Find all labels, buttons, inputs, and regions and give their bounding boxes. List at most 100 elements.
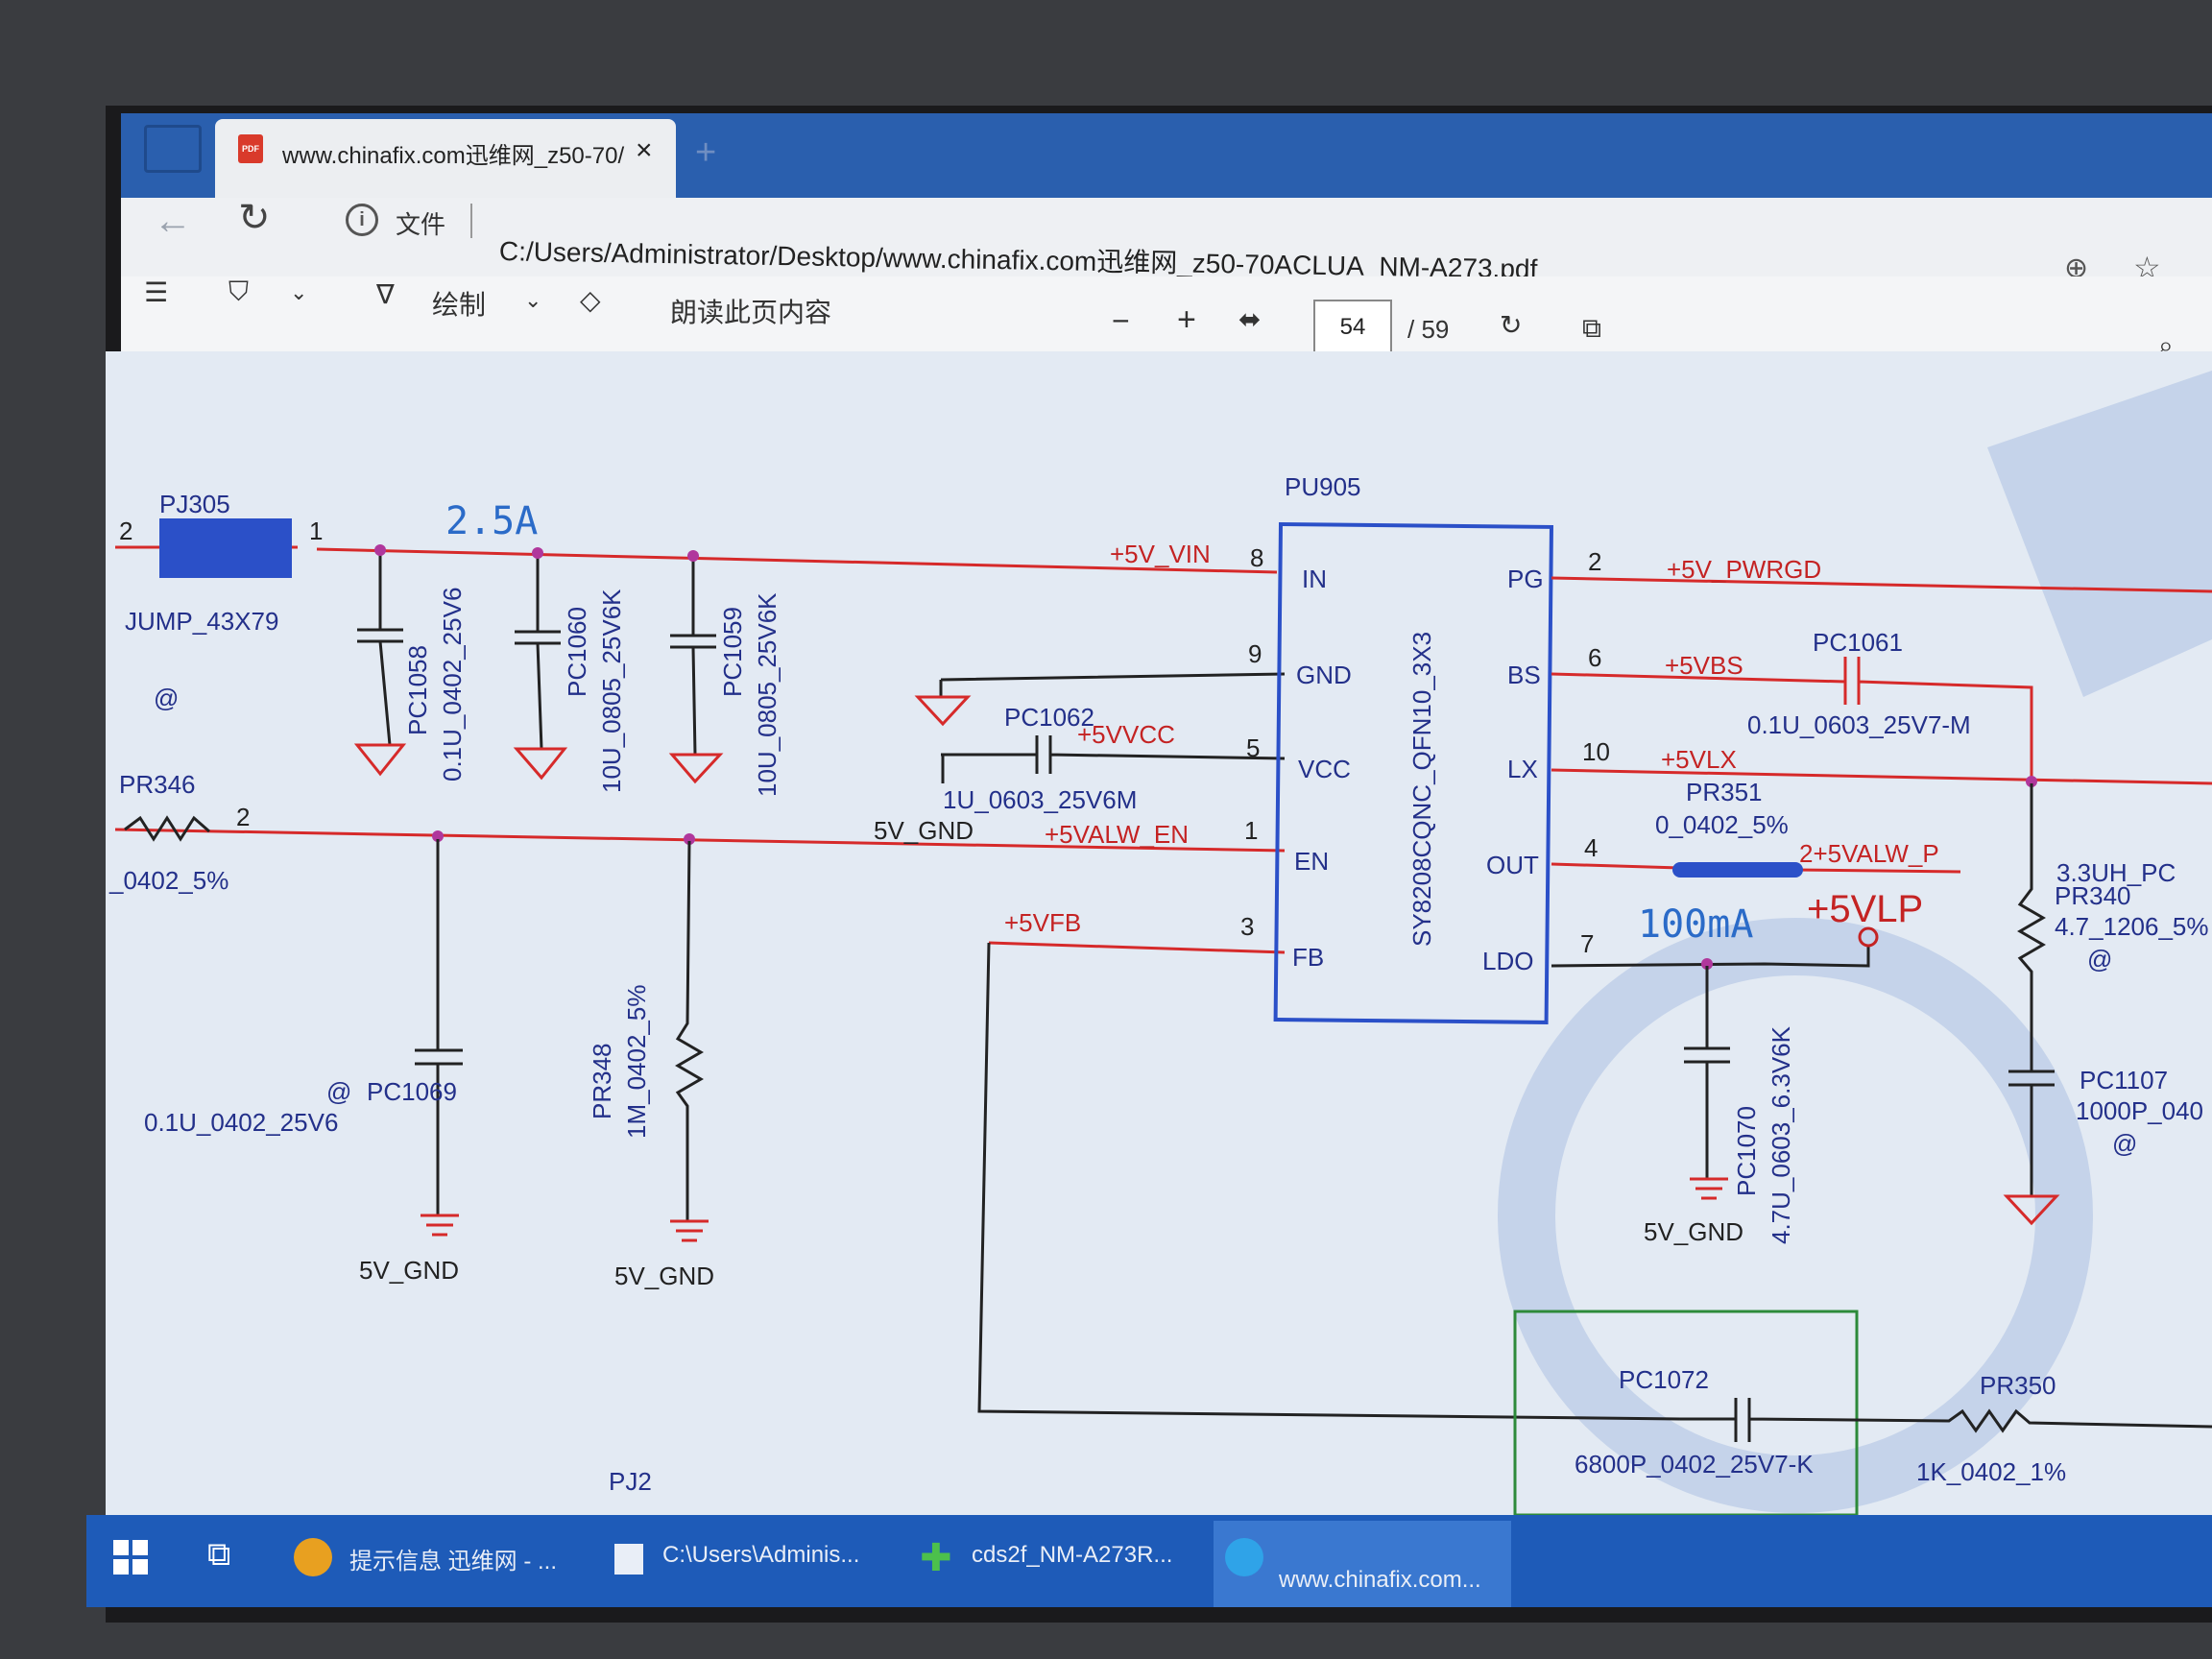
taskbar-item-1[interactable]: 提示信息 迅维网 - ...: [349, 1549, 557, 1575]
current-ldo-label: 100mA: [1638, 902, 1753, 947]
draw-button[interactable]: 绘制: [432, 290, 487, 320]
eraser-icon[interactable]: ◇: [580, 285, 601, 315]
page-number-input[interactable]: 54: [1313, 300, 1392, 355]
pr346-pin: 2: [236, 803, 250, 831]
net-en: +5VALW_EN: [1045, 820, 1189, 849]
cad-app-icon[interactable]: ✚: [920, 1537, 952, 1579]
pin-pg-num: 2: [1588, 547, 1601, 576]
read-aloud-button[interactable]: 朗读此页内容: [670, 298, 832, 327]
pr348-ref: PR348: [588, 1044, 616, 1120]
pin-in-name: IN: [1302, 565, 1327, 593]
pr351-value: 0_0402_5%: [1655, 810, 1789, 839]
pc1072-value: 6800P_0402_25V7-K: [1575, 1450, 1814, 1479]
tab-pdf[interactable]: [215, 119, 676, 198]
net-bs: +5VBS: [1665, 651, 1743, 680]
contents-icon[interactable]: ☰: [144, 277, 169, 307]
pin-bs-num: 6: [1588, 643, 1601, 672]
net-fb: +5VFB: [1004, 908, 1081, 937]
schematic-diagram: PJ305 2 1 JUMP_43X79 @ 2.5A PR346 2 _040…: [108, 371, 2212, 1515]
tab-close-button[interactable]: ×: [636, 134, 653, 166]
edge-icon[interactable]: [1225, 1538, 1263, 1576]
info-icon[interactable]: i: [346, 204, 378, 236]
fit-width-icon[interactable]: ⬌: [1238, 304, 1262, 334]
task-view-icon[interactable]: ⧉: [207, 1536, 231, 1573]
ic-ref: PU905: [1285, 472, 1361, 501]
watermark: [1498, 371, 2212, 1513]
pin-vcc-num: 5: [1246, 733, 1260, 762]
back-arrow-icon[interactable]: ←: [154, 200, 192, 242]
jumper-pad-2: [159, 518, 228, 578]
net-pwrgd: +5V_PWRGD: [1667, 555, 1821, 584]
pc1107-ref: PC1107: [2080, 1066, 2168, 1094]
address-bar-area: [121, 198, 2212, 276]
address-prefix: 文件: [396, 210, 446, 239]
gnd-label-en: 5V_GND: [874, 816, 974, 845]
pc1072-ref: PC1072: [1619, 1365, 1709, 1394]
jumper-pad-1: [223, 518, 292, 578]
pin-pg-name: PG: [1507, 565, 1544, 593]
tab-actions-icon[interactable]: [144, 125, 202, 173]
address-separator: [470, 204, 472, 238]
pc1061-ref: PC1061: [1813, 628, 1903, 657]
pc1062-ref: PC1062: [1004, 703, 1094, 732]
pin-out-num: 4: [1584, 833, 1598, 862]
rotate-icon[interactable]: ↻: [1500, 310, 1523, 340]
folder-icon[interactable]: [614, 1544, 643, 1575]
gnd-label-1: 5V_GND: [359, 1256, 459, 1285]
pj305-at: @: [154, 684, 179, 712]
refresh-icon[interactable]: ↻: [238, 197, 271, 239]
pc1072-box: [1513, 1310, 1859, 1515]
new-tab-button[interactable]: +: [695, 132, 717, 173]
pj2-ref: PJ2: [609, 1467, 652, 1496]
pdf-icon: PDF: [238, 134, 263, 163]
pc1062-value: 1U_0603_25V6M: [943, 785, 1137, 814]
pc1059-ref: PC1059: [718, 607, 747, 697]
pin-fb-num: 3: [1240, 912, 1254, 941]
highlight-icon[interactable]: ⛉: [228, 276, 250, 306]
page-total: / 59: [1407, 315, 1450, 344]
zoom-in-button[interactable]: +: [1177, 301, 1196, 338]
pj305-pin2: 2: [119, 517, 132, 545]
pin-vcc-name: VCC: [1298, 755, 1351, 783]
taskbar-item-3[interactable]: cds2f_NM-A273R...: [972, 1542, 1173, 1568]
cap-pc1058: [353, 553, 407, 777]
pc1069-ref: PC1069: [367, 1077, 457, 1106]
draw-icon[interactable]: ∇: [376, 279, 395, 309]
windows-start-icon[interactable]: [113, 1540, 148, 1575]
pin-ldo-num: 7: [1580, 929, 1594, 958]
pc1061-value: 0.1U_0603_25V7-M: [1747, 710, 1971, 739]
pc1058-value: 0.1U_0402_25V6: [438, 588, 467, 781]
gnd-label-3: 5V_GND: [1644, 1217, 1743, 1246]
zoom-out-button[interactable]: −: [1112, 303, 1130, 338]
pr350-value: 1K_0402_1%: [1916, 1457, 2066, 1486]
taskbar-active-highlight: [1214, 1521, 1511, 1607]
chevron-down-icon[interactable]: ⌄: [524, 288, 542, 312]
pin-gnd-name: GND: [1296, 661, 1352, 689]
pr348-value: 1M_0402_5%: [622, 985, 651, 1139]
pin-gnd-num: 9: [1248, 639, 1262, 668]
taskbar-item-4[interactable]: www.chinafix.com...: [1279, 1567, 1481, 1593]
net-lx: +5VLX: [1661, 745, 1737, 774]
pr340-value: 4.7_1206_5%: [2055, 912, 2208, 941]
ic-part: SY8208CQNC_QFN10_3X3: [1407, 632, 1436, 947]
pin-fb-name: FB: [1292, 943, 1324, 972]
taskbar-item-2[interactable]: C:\Users\Adminis...: [662, 1542, 860, 1568]
pr351-ref: PR351: [1686, 778, 1763, 806]
pr346-ref: PR346: [119, 770, 196, 799]
pin-ldo-name: LDO: [1482, 947, 1533, 975]
pc1060-ref: PC1060: [563, 607, 591, 697]
taskbar: [86, 1515, 2212, 1607]
pr346-value: _0402_5%: [108, 866, 228, 895]
page-view-icon[interactable]: ⧉: [1582, 313, 1601, 343]
pin-in-num: 8: [1250, 543, 1263, 572]
pc1069-value: 0.1U_0402_25V6: [144, 1108, 338, 1137]
pr340-at: @: [2087, 945, 2112, 974]
browser-app-icon[interactable]: [294, 1538, 332, 1576]
pin-lx-name: LX: [1507, 755, 1538, 783]
pc1058-ref: PC1058: [403, 645, 432, 735]
pj305-pin1: 1: [309, 517, 323, 545]
pc1070-ref: PC1070: [1732, 1106, 1761, 1196]
pc1070-value: 4.7U_0603_6.3V6K: [1767, 1025, 1795, 1244]
pin-out-name: OUT: [1486, 851, 1539, 879]
chevron-down-icon[interactable]: ⌄: [290, 280, 308, 304]
